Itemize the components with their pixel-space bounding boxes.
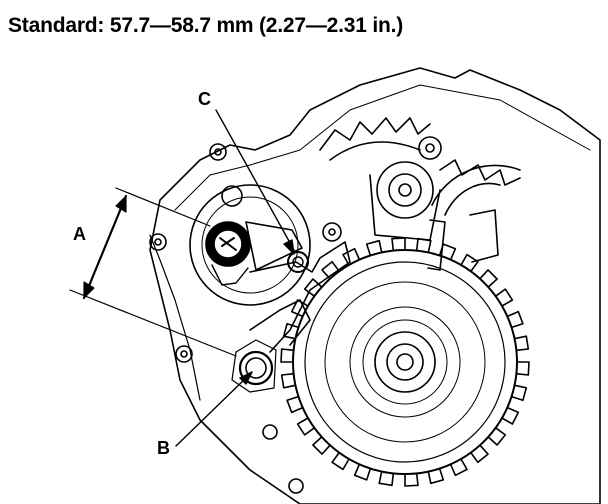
drum-tooth — [470, 444, 489, 464]
drum-tooth — [365, 239, 383, 257]
drum-tooth — [513, 335, 530, 352]
drum-tooth — [280, 372, 297, 389]
drum-tooth — [290, 299, 309, 318]
drum-tooth — [312, 436, 331, 455]
leader-b — [175, 371, 253, 447]
drum-teeth — [280, 237, 530, 487]
right-gear — [427, 159, 521, 271]
standard-label: Standard: — [8, 14, 105, 37]
leader-c — [215, 109, 295, 255]
housing-inner-edge — [174, 84, 591, 211]
callout-c: C — [198, 89, 211, 109]
standard-measurement-heading: Standard: 57.7—58.7 mm (2.27—2.31 in.) — [8, 14, 403, 38]
drum-tooth — [479, 269, 498, 288]
drum-tooth — [506, 310, 524, 329]
drum-tooth — [282, 322, 300, 340]
dimension-a — [69, 187, 237, 357]
drum-tooth — [487, 427, 507, 446]
drum-tooth — [391, 237, 406, 252]
housing-bolts — [149, 136, 442, 494]
drum-tooth — [404, 472, 419, 487]
drum-tooth — [515, 361, 530, 376]
drum-tooth — [460, 253, 479, 273]
drum-tooth — [415, 237, 432, 254]
clutch-drum — [280, 237, 530, 487]
drum-tooth — [427, 467, 445, 485]
shift-lever — [231, 241, 351, 393]
housing-flange — [149, 234, 201, 401]
drum-tooth — [510, 384, 528, 402]
standard-values: 57.7—58.7 mm (2.27—2.31 in.) — [109, 14, 404, 37]
drum-tooth — [296, 417, 316, 436]
drum-tooth — [353, 463, 372, 481]
drum-tooth — [342, 247, 361, 266]
drum-tooth — [378, 470, 395, 487]
drum-tooth — [494, 288, 514, 307]
drum-tooth — [449, 458, 468, 477]
drum-tooth — [501, 406, 520, 425]
drum-tooth — [438, 243, 457, 261]
drum-tooth — [321, 260, 340, 280]
callout-a: A — [73, 224, 86, 244]
drum-tooth — [286, 395, 304, 414]
housing-outline — [149, 67, 601, 504]
shift-shaft-hub — [189, 184, 311, 306]
upper-gear — [319, 117, 441, 241]
drum-tooth — [303, 278, 323, 297]
callout-b: B — [157, 438, 170, 458]
drum-tooth — [280, 348, 295, 363]
drum-tooth — [331, 451, 350, 471]
